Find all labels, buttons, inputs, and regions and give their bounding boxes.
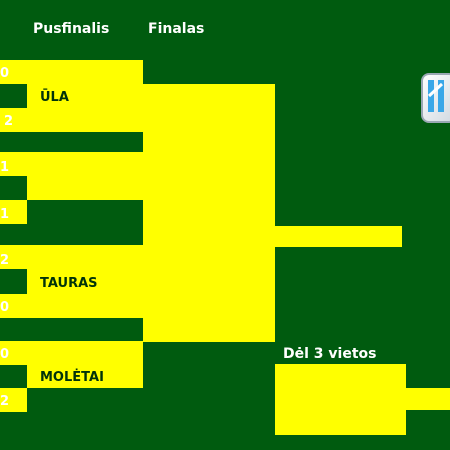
third-place-header: Dėl 3 vietos (283, 346, 377, 362)
bracket-slot-2 (0, 108, 27, 132)
final-winner-line (275, 226, 402, 247)
bracket-connector-4 (27, 341, 143, 388)
bracket-slot-8 (0, 388, 27, 412)
finals-header: Finalas (148, 21, 205, 37)
bracket-slot-4 (0, 200, 27, 224)
bracket-slot-5 (0, 245, 27, 269)
bracket-slot-3 (0, 152, 27, 176)
third-place-box (275, 364, 406, 435)
bracket-gap-1 (27, 132, 143, 152)
bracket-connector-2 (27, 152, 143, 200)
score-8: 2 (0, 394, 10, 409)
semi2-slot (27, 270, 143, 318)
score-5: 2 (0, 253, 10, 268)
bracket-slot-7 (0, 341, 27, 365)
score-1: 0 (0, 66, 10, 81)
score-2: 2 (4, 114, 14, 129)
team-semi2-winner: TAURAS (40, 276, 98, 291)
team-third-winner: MOLĖTAI (40, 370, 104, 385)
score-6: 0 (0, 300, 10, 315)
third-place-winner-line (406, 388, 450, 410)
semi1-slot (27, 84, 143, 132)
bracket-slot-1 (0, 60, 27, 84)
score-7: 0 (0, 347, 10, 362)
semifinals-header: Pusfinalis (33, 21, 110, 37)
final-bracket (143, 132, 275, 342)
bracket-slot-6 (0, 294, 27, 318)
abacus-logo-icon (420, 72, 450, 124)
team-semi1-winner: ŪLA (40, 90, 69, 105)
score-4: 1 (0, 207, 10, 222)
bracket-gap-3 (27, 318, 143, 341)
score-3: 1 (0, 160, 10, 175)
bracket-gap-2 (27, 200, 143, 245)
